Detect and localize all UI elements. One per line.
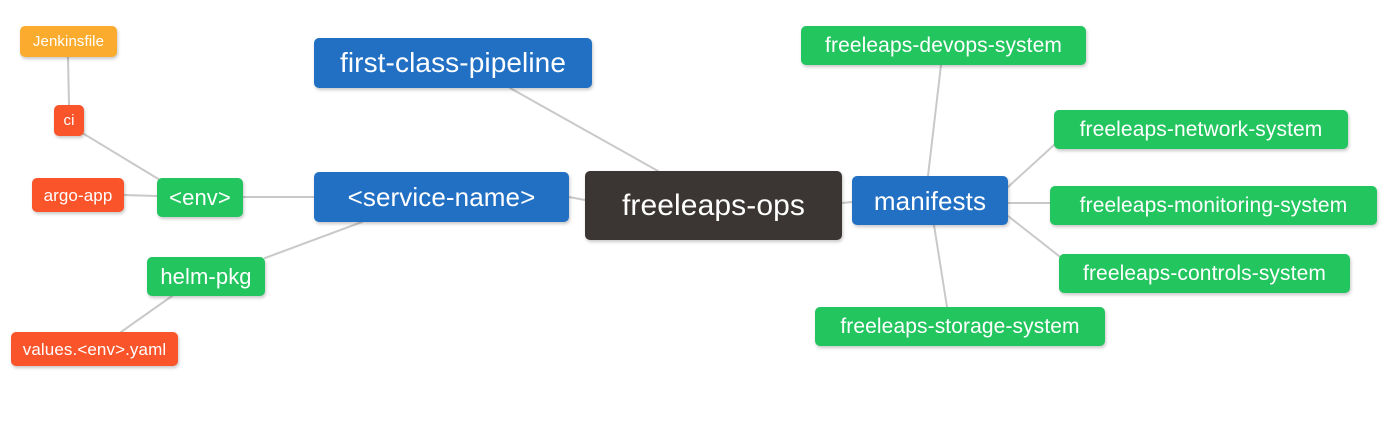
node-label-freeleaps-devops-system: freeleaps-devops-system (825, 34, 1062, 57)
edge-freeleaps-network-system-to-manifests (1007, 144, 1055, 188)
node-label-helm-pkg: helm-pkg (160, 263, 252, 289)
node-label-freeleaps-network-system: freeleaps-network-system (1079, 118, 1323, 141)
edge-argo-app-to-env (123, 194, 158, 197)
node-label-freeleaps-monitoring-system: freeleaps-monitoring-system (1079, 194, 1348, 217)
node-first-class-pipeline[interactable]: first-class-pipeline (314, 38, 592, 88)
node-label-env: <env> (169, 184, 231, 210)
node-argo-app[interactable]: argo-app (32, 178, 124, 212)
edge-values-env-yaml-to-helm-pkg (120, 295, 173, 333)
node-values-env-yaml[interactable]: values.<env>.yaml (11, 332, 178, 366)
node-freeleaps-devops-system[interactable]: freeleaps-devops-system (801, 26, 1086, 65)
node-freeleaps-controls-system[interactable]: freeleaps-controls-system (1059, 254, 1350, 293)
node-manifests[interactable]: manifests (852, 176, 1008, 225)
node-label-manifests: manifests (873, 185, 987, 216)
edge-helm-pkg-to-service-name (264, 221, 363, 259)
node-label-freeleaps-storage-system: freeleaps-storage-system (840, 315, 1080, 338)
node-label-ci: ci (63, 112, 75, 129)
edge-freeleaps-ops-to-manifests (841, 201, 853, 204)
node-label-argo-app: argo-app (43, 185, 113, 205)
node-helm-pkg[interactable]: helm-pkg (147, 257, 265, 296)
node-label-jenkinsfile: Jenkinsfile (32, 33, 105, 50)
edge-freeleaps-storage-system-to-manifests (933, 224, 948, 308)
node-label-service-name: <service-name> (347, 182, 536, 212)
node-freeleaps-storage-system[interactable]: freeleaps-storage-system (815, 307, 1105, 346)
edge-first-class-pipeline-to-freeleaps-ops (509, 87, 659, 172)
node-label-freeleaps-controls-system: freeleaps-controls-system (1083, 262, 1326, 285)
node-ci[interactable]: ci (54, 105, 84, 136)
edge-freeleaps-devops-system-to-manifests (927, 64, 942, 177)
node-label-first-class-pipeline: first-class-pipeline (339, 47, 567, 78)
node-freeleaps-ops[interactable]: freeleaps-ops (585, 171, 842, 240)
edge-service-name-to-freeleaps-ops (568, 196, 586, 201)
node-label-freeleaps-ops: freeleaps-ops (621, 188, 806, 222)
node-label-values-env-yaml: values.<env>.yaml (22, 339, 167, 359)
node-service-name[interactable]: <service-name> (314, 172, 569, 222)
node-env[interactable]: <env> (157, 178, 243, 217)
node-jenkinsfile[interactable]: Jenkinsfile (20, 26, 117, 57)
edge-jenkinsfile-to-ci (67, 56, 70, 106)
edge-ci-to-env (83, 133, 161, 181)
node-freeleaps-monitoring-system[interactable]: freeleaps-monitoring-system (1050, 186, 1377, 225)
node-freeleaps-network-system[interactable]: freeleaps-network-system (1054, 110, 1348, 149)
